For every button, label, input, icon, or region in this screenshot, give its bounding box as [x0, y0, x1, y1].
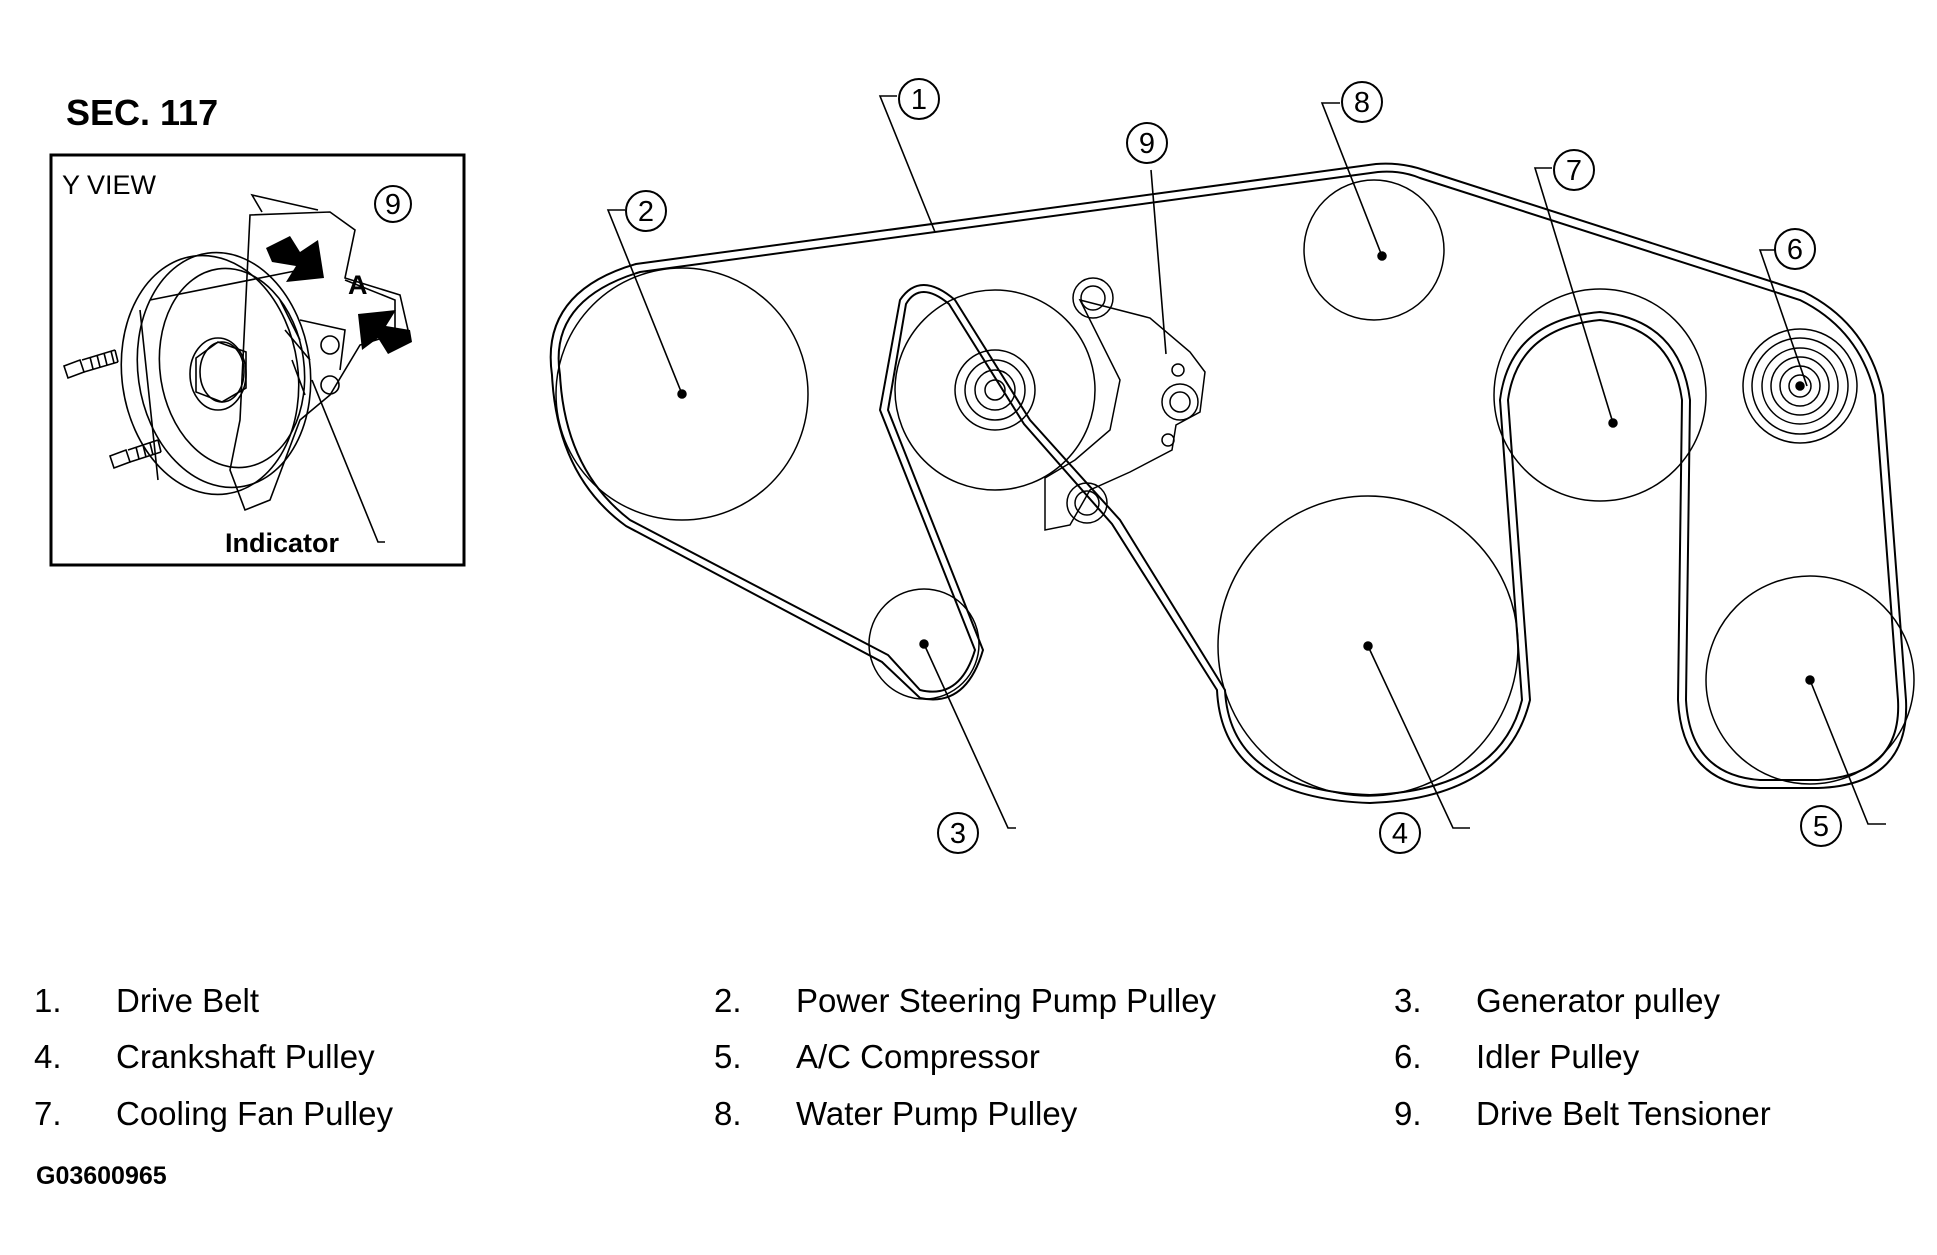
arrow-icon	[266, 236, 324, 282]
callout-7: 7	[1553, 149, 1595, 191]
legend-number: 9.	[1394, 1095, 1422, 1132]
tensioner-idler-pulley	[894, 289, 1096, 491]
callout-2: 2	[625, 190, 667, 232]
bolt-icon	[62, 349, 119, 380]
legend-number: 8.	[714, 1095, 742, 1132]
indicator-leader	[311, 379, 385, 543]
callout-8: 8	[1341, 81, 1383, 123]
callout-5: 5	[1800, 805, 1842, 847]
drive-belt	[549, 162, 1908, 805]
legend-number: 5.	[714, 1038, 742, 1075]
svg-text:2: 2	[638, 196, 654, 228]
legend-number: 6.	[1394, 1038, 1422, 1075]
legend-label: Power Steering Pump Pulley	[796, 982, 1217, 1019]
legend-number: 4.	[34, 1038, 62, 1075]
water-pump-pulley	[1303, 179, 1445, 321]
legend-number: 1.	[34, 982, 62, 1019]
legend-number: 7.	[34, 1095, 62, 1132]
legend-number: 2.	[714, 982, 742, 1019]
drive-belt-tensioner	[1044, 277, 1206, 531]
generator-pulley	[868, 588, 980, 700]
svg-text:8: 8	[1354, 87, 1370, 119]
legend-number: 3.	[1394, 982, 1422, 1019]
svg-text:7: 7	[1566, 155, 1582, 187]
legend-label: A/C Compressor	[796, 1038, 1040, 1075]
legend-label: Crankshaft Pulley	[116, 1038, 375, 1075]
y-view-inset: Y VIEW 9	[49, 153, 466, 567]
legend-label: Drive Belt Tensioner	[1476, 1095, 1771, 1132]
callout-9: 9	[1126, 122, 1168, 164]
bolt-icon	[108, 439, 162, 470]
inset-frame	[49, 153, 466, 567]
svg-text:1: 1	[911, 84, 927, 116]
inset-letter-a: A	[348, 270, 368, 300]
svg-text:5: 5	[1813, 811, 1829, 843]
legend-label: Water Pump Pulley	[796, 1095, 1078, 1132]
svg-text:4: 4	[1392, 818, 1408, 850]
svg-text:9: 9	[385, 189, 401, 221]
callout-1: 1	[898, 78, 940, 120]
legend-label: Generator pulley	[1476, 982, 1720, 1019]
figure-code: G03600965	[36, 1162, 167, 1190]
legend-label: Drive Belt	[116, 982, 260, 1019]
legend-label: Cooling Fan Pulley	[116, 1095, 393, 1132]
callout-6: 6	[1774, 228, 1816, 270]
svg-text:6: 6	[1787, 234, 1803, 266]
callout-4: 4	[1379, 812, 1421, 854]
callout-leaders	[606, 95, 1886, 829]
inset-callout-9: 9	[374, 185, 412, 223]
idler-pulley	[1742, 328, 1858, 444]
svg-text:9: 9	[1139, 128, 1155, 160]
svg-text:3: 3	[950, 818, 966, 850]
arrow-icon	[358, 310, 412, 354]
tensioner-sketch	[120, 193, 409, 512]
legend-label: Idler Pulley	[1476, 1038, 1640, 1075]
callout-3: 3	[937, 812, 979, 854]
inset-view-title: Y VIEW	[62, 170, 157, 200]
indicator-label: Indicator	[225, 528, 340, 558]
section-title: SEC. 117	[66, 92, 218, 133]
